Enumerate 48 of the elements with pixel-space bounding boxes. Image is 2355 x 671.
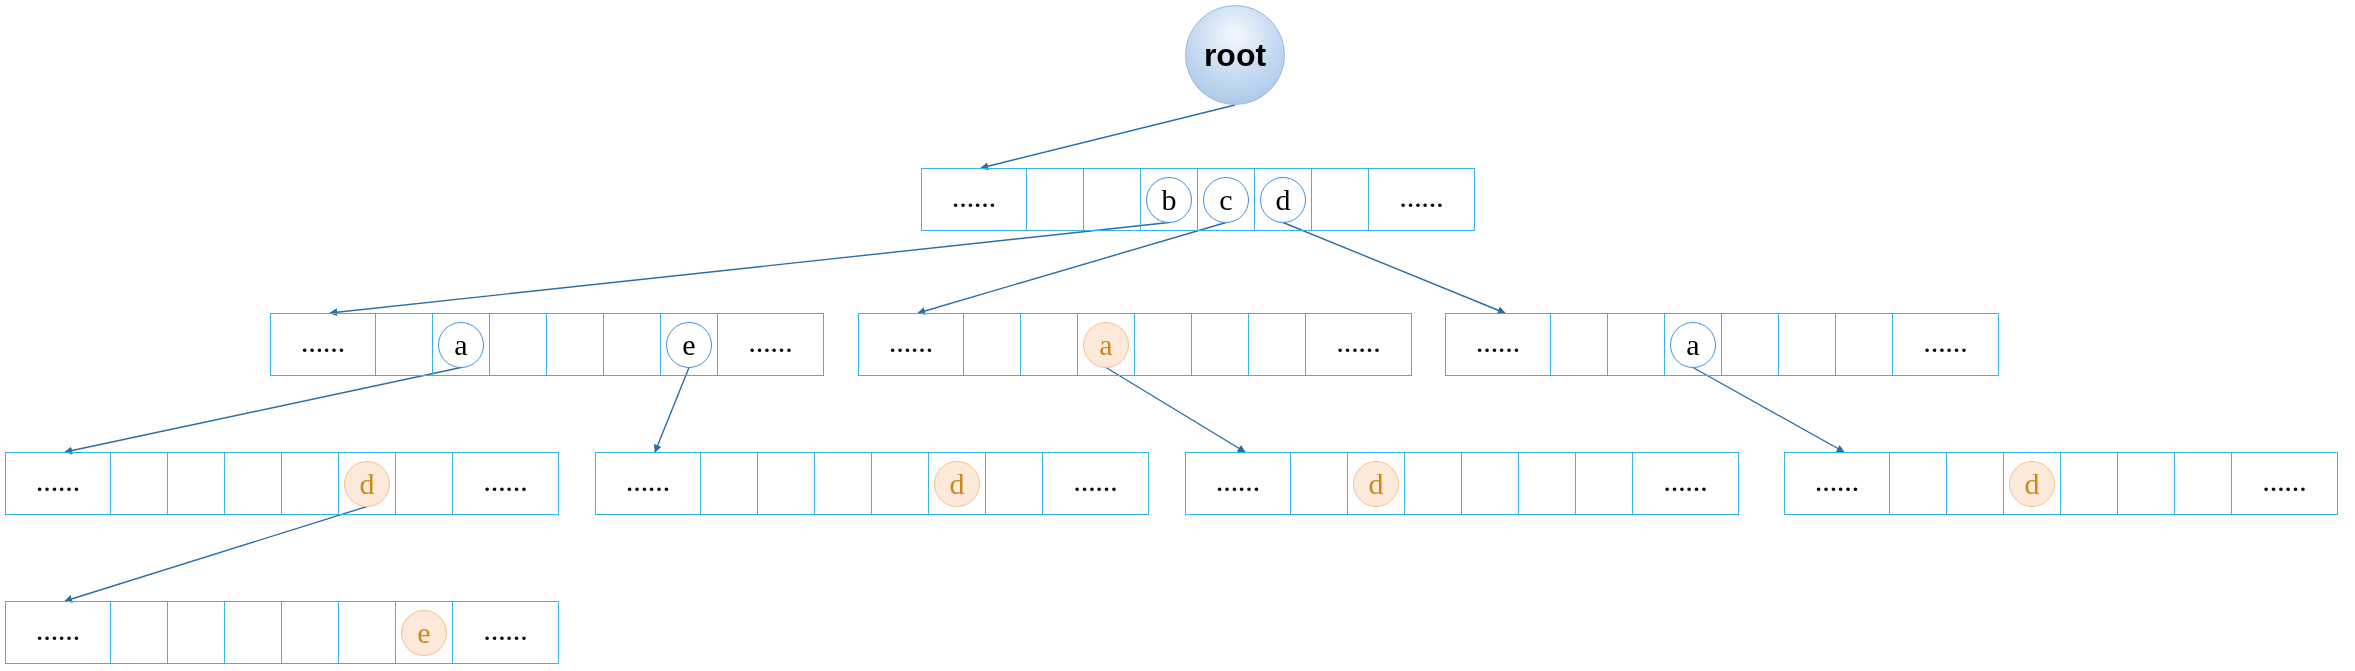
ellipsis-text: …… <box>1663 470 1708 497</box>
letter-circle: a <box>1670 321 1716 368</box>
letter-circle: d <box>934 460 980 507</box>
ellipsis-text: …… <box>1476 331 1520 358</box>
ellipsis-text: …… <box>952 186 996 213</box>
ellipsis-text: …… <box>36 470 80 497</box>
array-row <box>5 452 559 515</box>
array-row <box>858 313 1412 376</box>
ellipsis-text: …… <box>483 619 528 646</box>
ellipsis-text: …… <box>1073 470 1118 497</box>
array-row <box>1445 313 1999 376</box>
ellipsis-text: …… <box>1399 186 1444 213</box>
ellipsis-text: …… <box>301 331 345 358</box>
ellipsis-text: …… <box>36 619 80 646</box>
array-row <box>595 452 1149 515</box>
arrow <box>1282 221 1506 314</box>
array-row <box>1185 452 1739 515</box>
ellipsis-text: …… <box>889 331 933 358</box>
arrow <box>917 221 1227 315</box>
letter-circle: d <box>344 460 390 507</box>
array-row <box>921 168 1475 231</box>
letter-circle: a <box>438 321 484 368</box>
ellipsis-text: …… <box>1216 470 1260 497</box>
ellipsis-text: …… <box>1923 331 1968 358</box>
letter-circle: a <box>1083 321 1129 368</box>
letter-circle: b <box>1146 176 1192 223</box>
root-circle: root <box>1185 5 1285 105</box>
array-row <box>1784 452 2338 515</box>
arrow <box>1692 366 1845 453</box>
letter-circle: d <box>2009 460 2055 507</box>
arrow <box>64 366 462 455</box>
ellipsis-text: …… <box>2262 470 2307 497</box>
letter-circle: d <box>1353 460 1399 507</box>
arrow <box>64 505 368 603</box>
ellipsis-text: …… <box>748 331 793 358</box>
letter-circle: c <box>1203 176 1249 223</box>
arrow <box>980 104 1236 171</box>
arrow <box>654 366 690 453</box>
array-row <box>270 313 824 376</box>
ellipsis-text: …… <box>626 470 670 497</box>
ellipsis-text: …… <box>1336 331 1381 358</box>
letter-circle: e <box>666 321 712 368</box>
letter-circle: d <box>1260 176 1306 223</box>
ellipsis-text: …… <box>1815 470 1859 497</box>
ellipsis-text: …… <box>483 470 528 497</box>
arrow <box>1105 366 1246 453</box>
array-row <box>5 601 559 664</box>
letter-circle: e <box>401 609 447 656</box>
